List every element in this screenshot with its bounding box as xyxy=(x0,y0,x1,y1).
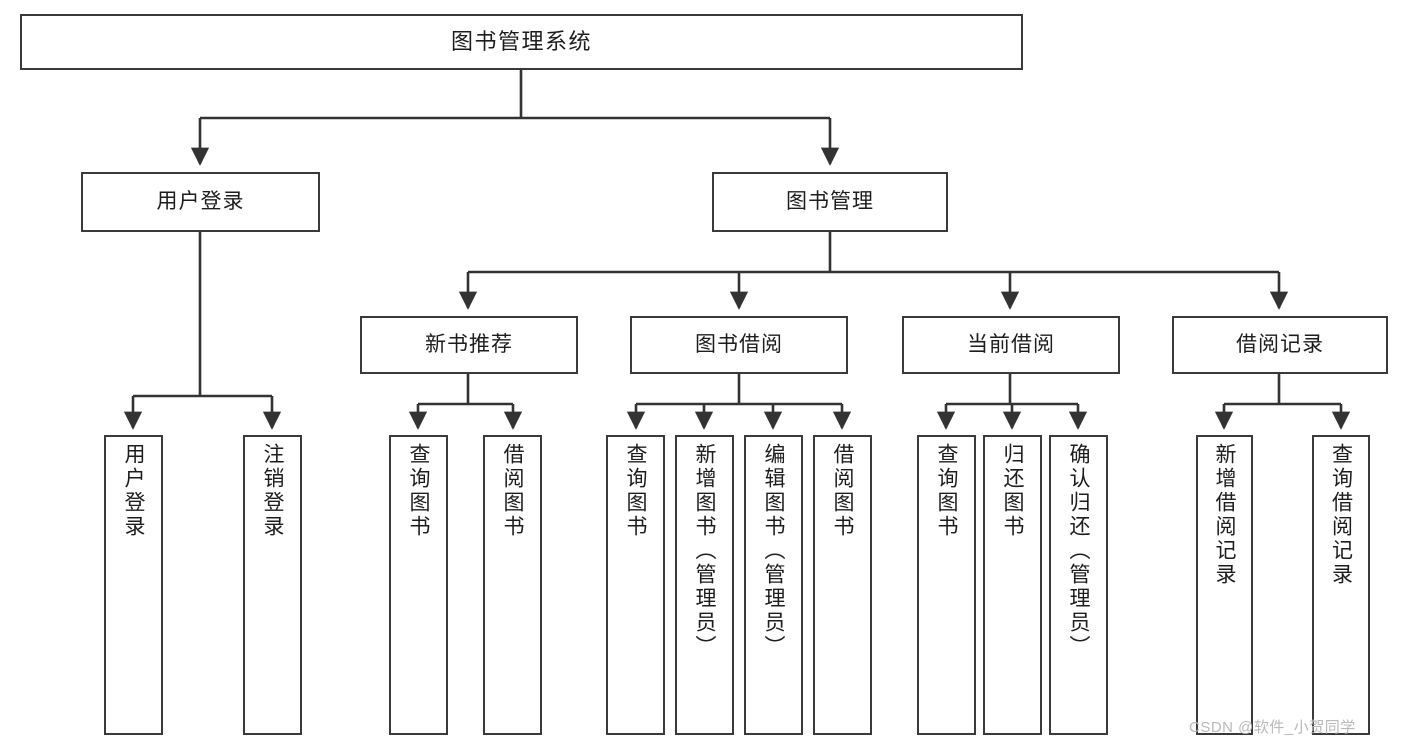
node-user-login[interactable]: 用户登录 xyxy=(81,172,320,232)
node-leaf-borrow-book-new[interactable]: 借阅图书 xyxy=(483,435,542,735)
node-leaf-return-book[interactable]: 归还图书 xyxy=(983,435,1042,735)
node-leaf-query-book-new[interactable]: 查询图书 xyxy=(389,435,448,735)
node-leaf-borrow-book[interactable]: 借阅图书 xyxy=(813,435,872,735)
node-label: 编辑图书（管理员） xyxy=(762,443,785,659)
node-label: 新增借阅记录 xyxy=(1213,443,1236,587)
node-book-manage[interactable]: 图书管理 xyxy=(712,172,948,232)
node-label: 图书管理系统 xyxy=(450,29,592,55)
node-label: 确认归还（管理员） xyxy=(1067,443,1090,659)
node-book-borrow[interactable]: 图书借阅 xyxy=(630,316,848,374)
node-leaf-add-book[interactable]: 新增图书（管理员） xyxy=(675,435,734,735)
node-leaf-user-logout[interactable]: 注销登录 xyxy=(243,435,302,735)
node-leaf-confirm-return[interactable]: 确认归还（管理员） xyxy=(1049,435,1108,735)
node-leaf-query-book-borrow[interactable]: 查询图书 xyxy=(606,435,665,735)
node-label: 查询图书 xyxy=(624,443,647,539)
node-label: 查询图书 xyxy=(935,443,958,539)
node-label: 新增图书（管理员） xyxy=(693,443,716,659)
node-root-system[interactable]: 图书管理系统 xyxy=(20,14,1023,70)
node-label: 借阅图书 xyxy=(501,443,524,539)
node-new-book-rec[interactable]: 新书推荐 xyxy=(360,316,578,374)
node-label: 当前借阅 xyxy=(967,332,1055,356)
node-leaf-query-book-cur[interactable]: 查询图书 xyxy=(917,435,976,735)
node-label: 借阅记录 xyxy=(1236,332,1324,356)
node-leaf-user-login[interactable]: 用户登录 xyxy=(104,435,163,735)
node-label: 图书借阅 xyxy=(695,332,783,356)
node-current-borrow[interactable]: 当前借阅 xyxy=(902,316,1120,374)
node-label: 借阅图书 xyxy=(831,443,854,539)
node-label: 用户登录 xyxy=(156,189,245,213)
node-label: 图书管理 xyxy=(786,189,874,213)
node-label: 注销登录 xyxy=(261,443,284,539)
node-leaf-query-record[interactable]: 查询借阅记录 xyxy=(1312,435,1370,735)
node-leaf-edit-book[interactable]: 编辑图书（管理员） xyxy=(744,435,803,735)
node-label: 新书推荐 xyxy=(425,332,513,356)
node-label: 归还图书 xyxy=(1001,443,1024,539)
node-borrow-record[interactable]: 借阅记录 xyxy=(1172,316,1388,374)
node-label: 查询图书 xyxy=(407,443,430,539)
node-leaf-add-record[interactable]: 新增借阅记录 xyxy=(1196,435,1253,735)
csdn-watermark: CSDN @软件_小贺同学 xyxy=(1189,719,1356,736)
node-label: 查询借阅记录 xyxy=(1329,443,1353,587)
node-label: 用户登录 xyxy=(122,443,145,539)
